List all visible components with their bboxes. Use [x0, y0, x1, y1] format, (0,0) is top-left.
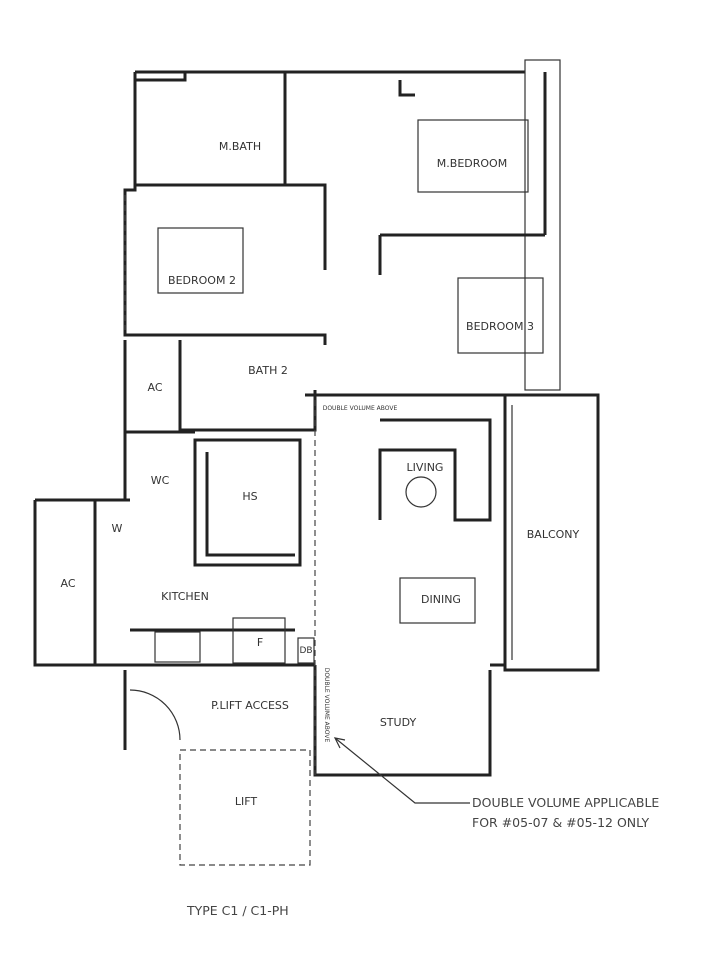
- room-label-bedroom-2: BEDROOM 2: [168, 274, 236, 287]
- room-label-db: DB: [299, 646, 312, 656]
- arrow-head-icon: [333, 737, 346, 749]
- room-label-study: STUDY: [380, 716, 417, 729]
- room-label-kitchen: KITCHEN: [161, 590, 209, 603]
- room-label-ac-upper: AC: [147, 381, 162, 394]
- note-line-1: DOUBLE VOLUME APPLICABLE: [472, 795, 659, 810]
- room-label-m-bath: M.BATH: [219, 140, 261, 153]
- room-label-balcony: BALCONY: [527, 528, 580, 541]
- room-label-hs: HS: [242, 490, 257, 503]
- room-label-w: W: [112, 522, 123, 535]
- room-label-dining: DINING: [421, 593, 461, 606]
- note-line-2: FOR #05-07 & #05-12 ONLY: [472, 815, 649, 830]
- annotation-leader-line: [334, 737, 470, 804]
- room-label-bath-2: BATH 2: [248, 364, 288, 377]
- room-label-lift: LIFT: [235, 795, 258, 808]
- room-label-p-lift-access: P.LIFT ACCESS: [211, 699, 289, 712]
- unit-type-title: TYPE C1 / C1-PH: [186, 903, 289, 918]
- room-label-f: F: [257, 636, 263, 649]
- room-label-ac-lower: AC: [60, 577, 75, 590]
- room-label-wc: WC: [151, 474, 170, 487]
- double-volume-label-top: DOUBLE VOLUME ABOVE: [323, 405, 398, 412]
- room-label-m-bedroom: M.BEDROOM: [437, 157, 507, 170]
- room-label-bedroom-3: BEDROOM 3: [466, 320, 534, 333]
- room-label-living: LIVING: [407, 461, 444, 474]
- walls: [33, 59, 600, 866]
- double-volume-label-side: DOUBLE VOLUME ABOVE: [323, 668, 330, 743]
